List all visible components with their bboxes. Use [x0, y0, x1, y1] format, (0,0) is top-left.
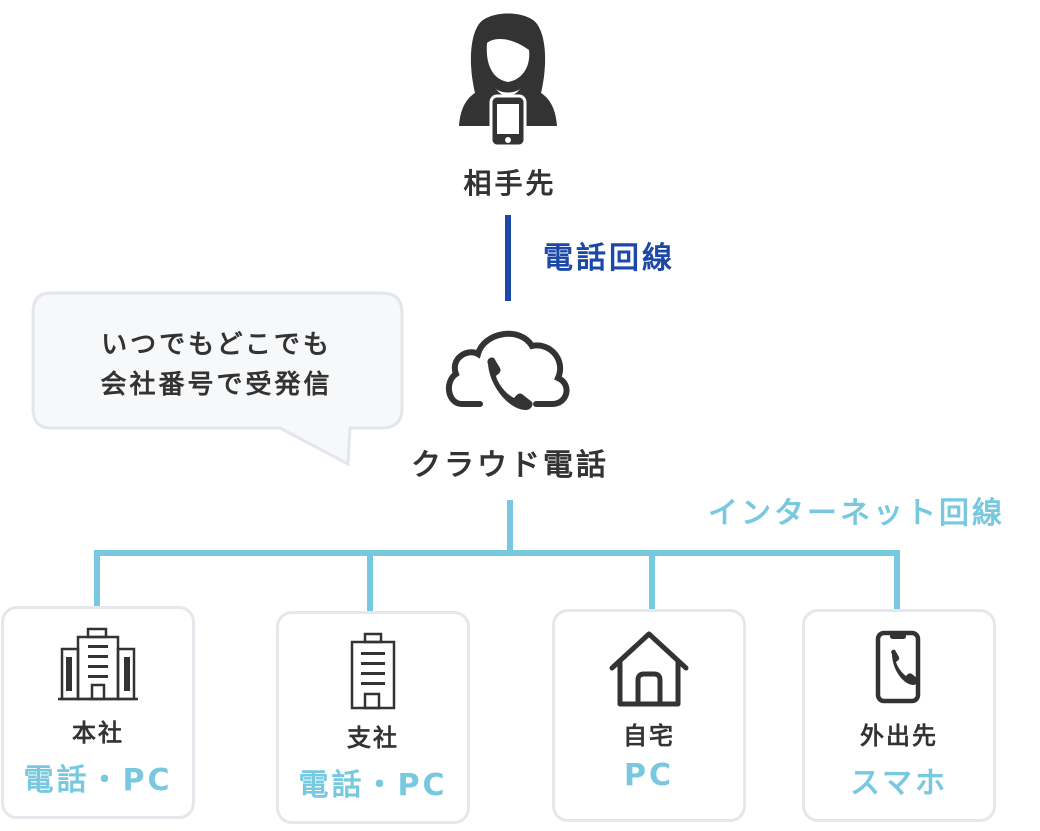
- internet-line-drop: [367, 550, 373, 612]
- location-device: PC: [623, 758, 674, 793]
- location-name: 支社: [347, 724, 399, 752]
- location-card-headquarters: 本社 電話・PC: [1, 606, 195, 819]
- location-device: 電話・PC: [298, 768, 448, 803]
- location-card-home: 自宅 PC: [552, 609, 746, 822]
- office-building-icon: [58, 627, 138, 701]
- internet-line-drop: [649, 550, 655, 610]
- bubble-line-1: いつでもどこでも: [101, 330, 332, 360]
- counterpart-label: 相手先: [463, 167, 557, 200]
- branch-building-icon: [350, 632, 396, 710]
- location-device: スマホ: [849, 766, 949, 801]
- location-name: 自宅: [623, 722, 675, 750]
- internet-line-drop: [894, 550, 900, 610]
- internet-line-drop: [94, 550, 100, 608]
- bubble-text: いつでもどこでも 会社番号で受発信: [33, 325, 400, 405]
- internet-line-label: インターネット回線: [708, 496, 1005, 531]
- location-card-outside: 外出先 スマホ: [802, 609, 996, 822]
- internet-line-bus: [94, 550, 900, 556]
- phone-line-label: 電話回線: [543, 241, 675, 276]
- cloud-phone-label: クラウド電話: [411, 448, 609, 483]
- cloud-phone-icon: [445, 330, 570, 410]
- phone-line-connector: [505, 215, 511, 301]
- speech-bubble: [31, 291, 404, 467]
- smartphone-call-icon: [875, 630, 921, 704]
- location-name: 外出先: [860, 722, 938, 750]
- location-card-branch: 支社 電話・PC: [276, 611, 470, 824]
- bubble-line-2: 会社番号で受発信: [100, 370, 333, 400]
- house-icon: [609, 631, 689, 707]
- person-with-smartphone-icon: [459, 13, 557, 148]
- internet-line-trunk: [507, 500, 513, 553]
- location-name: 本社: [72, 719, 124, 747]
- location-device: 電話・PC: [23, 763, 173, 798]
